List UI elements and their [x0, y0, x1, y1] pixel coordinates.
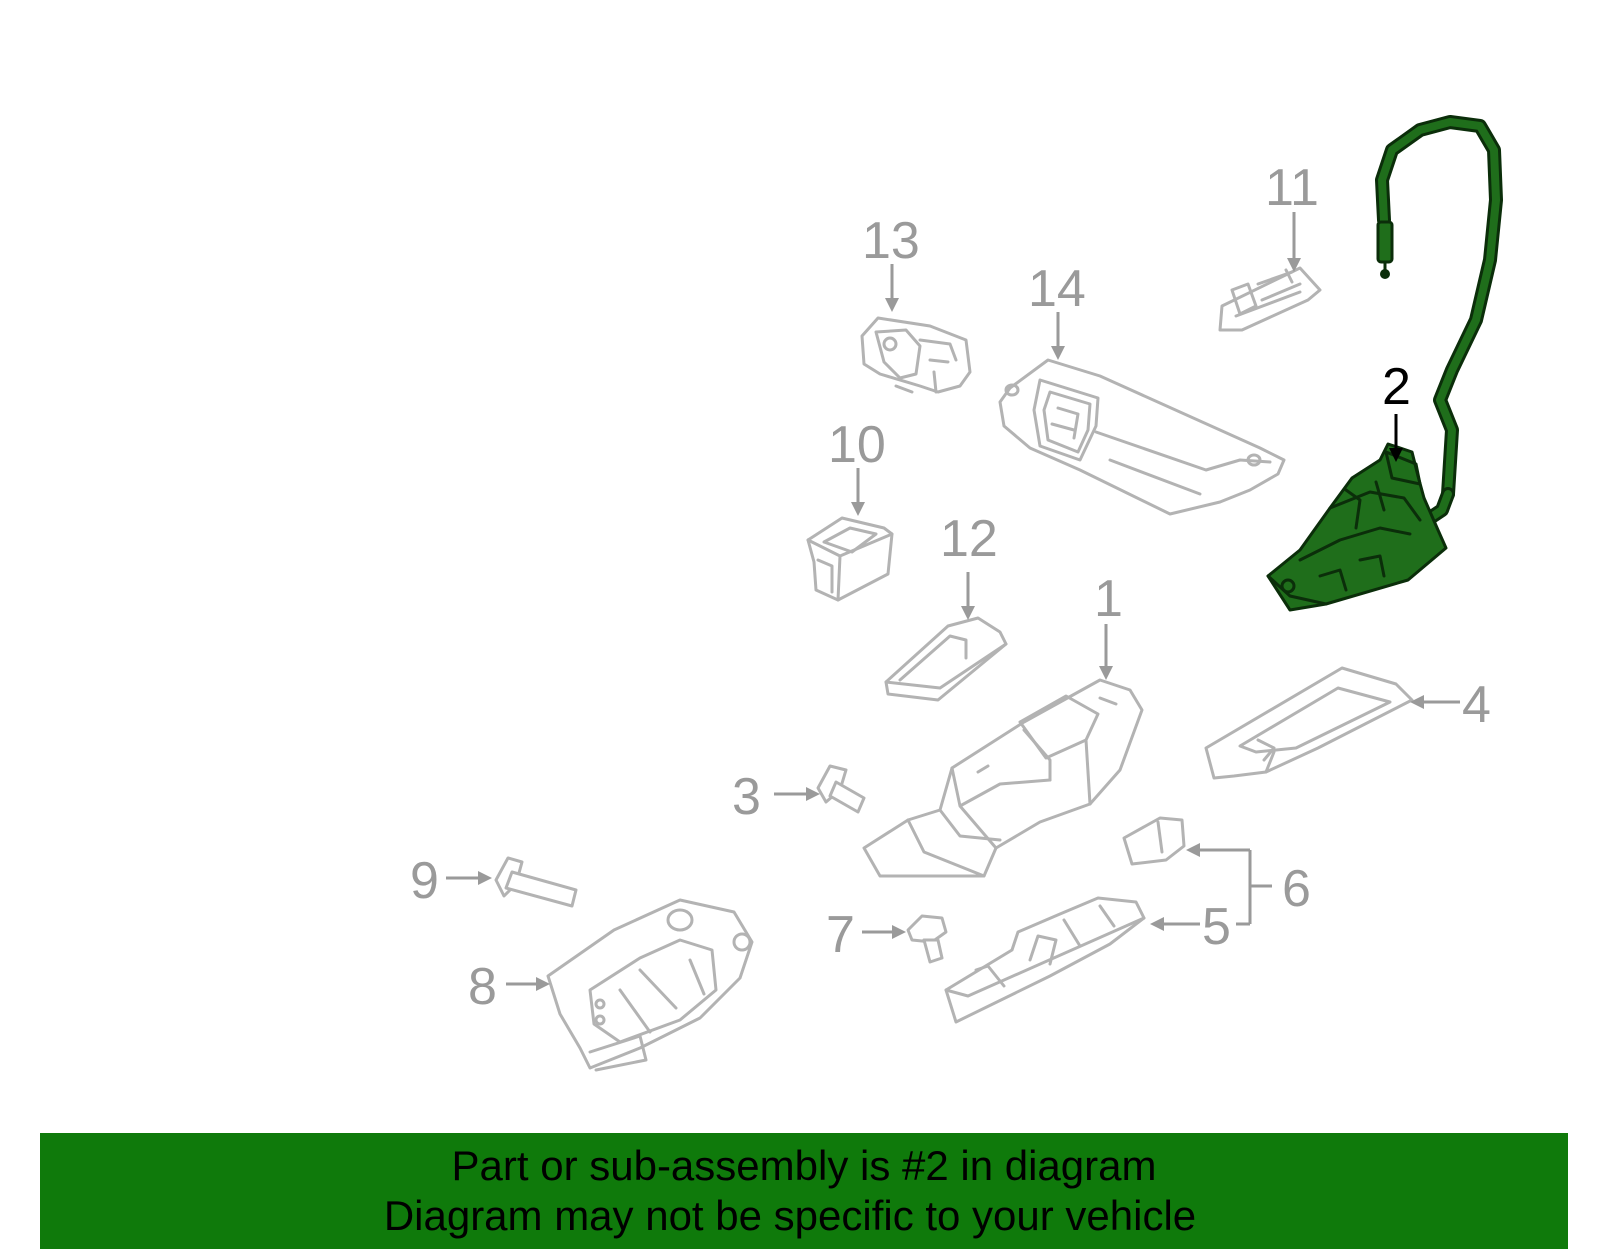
- banner-line-disclaimer: Diagram may not be specific to your vehi…: [383, 1192, 1197, 1239]
- part-3[interactable]: [816, 764, 866, 814]
- part-10[interactable]: [806, 516, 894, 602]
- callout-6[interactable]: 6: [1282, 860, 1311, 918]
- arrow-7: [862, 925, 906, 939]
- callout-12[interactable]: 12: [940, 510, 998, 568]
- arrow-6: [1186, 843, 1272, 924]
- part-8[interactable]: [546, 898, 754, 1072]
- arrow-8: [506, 977, 550, 991]
- part-5[interactable]: [944, 896, 1146, 1024]
- part-11[interactable]: [1218, 266, 1322, 332]
- callout-7[interactable]: 7: [826, 906, 855, 964]
- part-9[interactable]: [494, 856, 578, 908]
- callout-13[interactable]: 13: [862, 212, 920, 270]
- info-banner: Part or sub-assembly is #2 in diagram Di…: [40, 1133, 1568, 1249]
- part-14[interactable]: [998, 358, 1286, 516]
- arrow-9: [446, 871, 492, 885]
- arrow-1: [1099, 624, 1113, 680]
- callout-11[interactable]: 11: [1265, 159, 1319, 217]
- part-12[interactable]: [884, 616, 1008, 702]
- callout-2[interactable]: 2: [1382, 358, 1411, 416]
- banner-line-part: Part or sub-assembly is #2 in diagram: [451, 1142, 1157, 1189]
- arrow-3: [774, 787, 820, 801]
- callout-10[interactable]: 10: [828, 416, 886, 474]
- arrow-11: [1287, 212, 1301, 272]
- callout-8[interactable]: 8: [468, 958, 497, 1016]
- arrow-2: [1389, 414, 1403, 462]
- part-1[interactable]: [862, 678, 1144, 878]
- part-4[interactable]: [1204, 666, 1414, 780]
- part-7[interactable]: [906, 914, 948, 964]
- arrow-13: [885, 264, 899, 312]
- callout-4[interactable]: 4: [1462, 676, 1491, 734]
- part-6-cap[interactable]: [1122, 816, 1186, 866]
- arrow-12: [961, 572, 975, 620]
- callout-1[interactable]: 1: [1094, 570, 1123, 628]
- arrow-4: [1410, 695, 1460, 709]
- callout-3[interactable]: 3: [732, 768, 761, 826]
- callout-14[interactable]: 14: [1028, 260, 1086, 318]
- arrow-14: [1051, 312, 1065, 360]
- arrow-5: [1150, 917, 1250, 931]
- callout-5[interactable]: 5: [1202, 898, 1231, 956]
- part-2[interactable]: [1266, 115, 1503, 612]
- part-13[interactable]: [860, 316, 972, 394]
- arrow-10: [851, 468, 865, 516]
- callout-9[interactable]: 9: [410, 852, 439, 910]
